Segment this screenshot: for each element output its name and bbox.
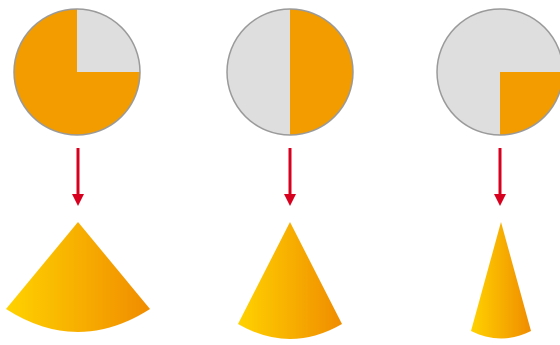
cone-1 <box>6 222 150 332</box>
diagram-column-1 <box>6 8 150 332</box>
disc-outline <box>436 8 560 136</box>
disc-outline <box>226 8 354 136</box>
sector-disc-3 <box>436 8 560 136</box>
diagram-column-2 <box>226 8 354 339</box>
cone-3 <box>471 222 531 339</box>
cone-2 <box>238 222 342 339</box>
sector-fill <box>290 9 353 135</box>
sector-disc-1 <box>13 8 141 136</box>
disc-outline <box>13 8 141 136</box>
sector-disc-2 <box>226 8 354 136</box>
sector-fill <box>14 9 140 135</box>
diagram-column-3 <box>436 8 560 339</box>
sector-fill <box>500 72 560 135</box>
